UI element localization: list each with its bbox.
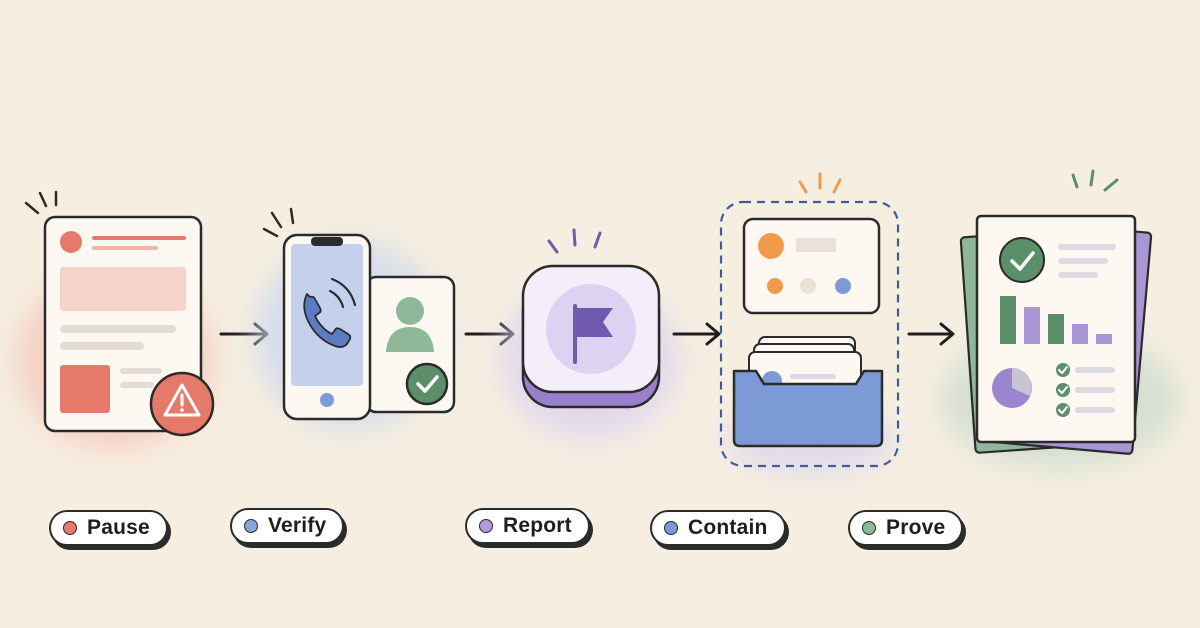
arrow-right-icon <box>672 322 721 346</box>
warning-document-icon <box>15 190 215 450</box>
step-verify-pill: Verify <box>230 508 345 544</box>
step-verify-label: Verify <box>268 514 327 537</box>
arrow-right-icon <box>907 322 955 346</box>
step-pause-label: Pause <box>87 516 150 539</box>
prove-dot-icon <box>862 521 876 535</box>
step-prove-pill: Prove <box>848 510 964 546</box>
phone-call-contact-verified-icon <box>255 207 456 430</box>
contain-dot-icon <box>664 521 678 535</box>
pause-dot-icon <box>63 521 77 535</box>
step-pause-pill: Pause <box>49 510 168 546</box>
flag-button-icon <box>500 228 680 440</box>
report-dot-icon <box>479 519 493 533</box>
step-report-pill: Report <box>465 508 590 544</box>
report-documents-icon <box>940 169 1180 470</box>
step-contain-pill: Contain <box>650 510 786 546</box>
verify-dot-icon <box>244 519 258 533</box>
step-report-label: Report <box>503 514 572 537</box>
step-contain-label: Contain <box>688 516 768 539</box>
step-prove-label: Prove <box>886 516 946 539</box>
quarantine-tray-icon <box>719 172 900 475</box>
